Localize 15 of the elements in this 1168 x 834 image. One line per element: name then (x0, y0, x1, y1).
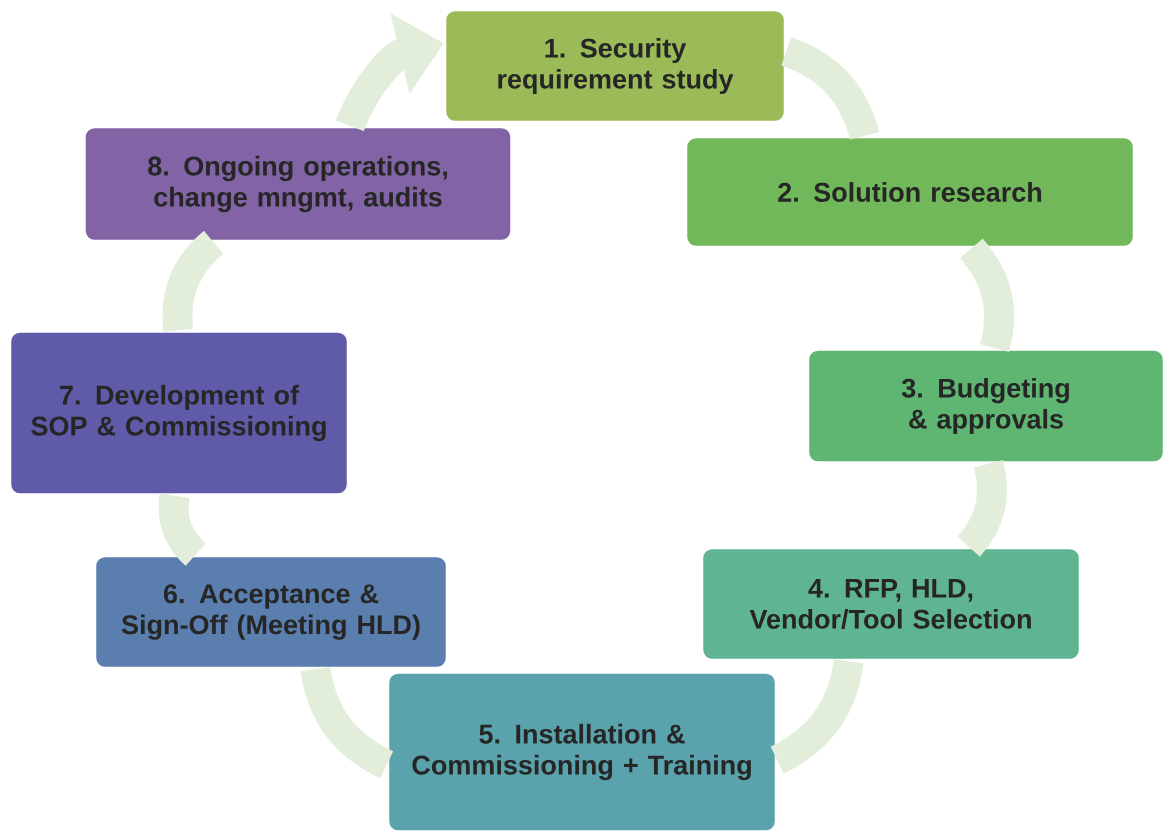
cycle-band (300, 666, 394, 779)
process-box: 5. Installation & Commissioning + Training (386, 671, 778, 833)
cycle-band (158, 494, 207, 566)
process-box: 3. Budgeting & approvals (806, 348, 1166, 464)
cycle-band (957, 460, 1007, 557)
cycle-band (162, 231, 224, 332)
process-box: 8. Ongoing operations, change mngmt, audits (83, 125, 513, 243)
cycle-band (770, 658, 864, 774)
cycle-band (780, 37, 880, 141)
process-box: 2. Solution research (684, 135, 1136, 249)
cycle-band (959, 238, 1014, 352)
process-box: 7. Development of SOP & Commissioning (8, 330, 350, 496)
process-box: 1. Security requirement study (443, 8, 787, 124)
process-box: 4. RFP, HLD, Vendor/Tool Selection (700, 546, 1082, 662)
process-box: 6. Acceptance & Sign-Off (Meeting HLD) (93, 554, 449, 670)
